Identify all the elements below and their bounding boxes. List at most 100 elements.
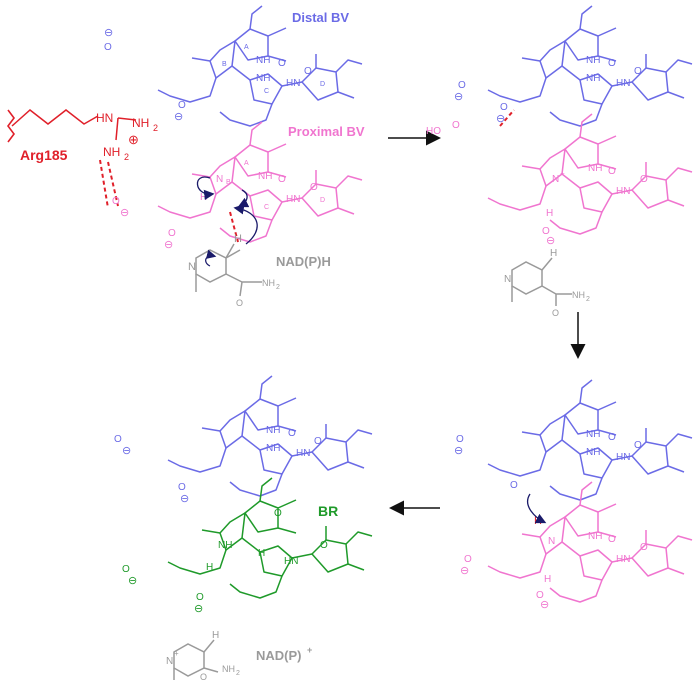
panel3-proximal-bv: NH O N H HN O O ⊖ O ⊖ [460,481,693,611]
proximal-bv-label: Proximal BV [288,124,365,139]
p4-nad-h: H [212,630,219,641]
p2-nad-nh2-sub: 2 [586,296,590,303]
panel3-distal-bv: NH O NH HN O O ⊖ O [454,379,693,501]
p4-distal-hn-d: HN [296,448,310,459]
distal-hn-d: HN [286,78,300,89]
p2-prox-ho: HO [426,126,441,137]
prox-carboxylate-2: ⊖ [164,239,173,251]
nadph-o: O [236,298,243,308]
prox-ring-a: A [244,160,249,167]
p2-distal-nh-a: NH [586,55,600,66]
p2-distal-o-d: O [634,66,642,77]
p3-prox-carboxylate-2: ⊖ [540,599,549,611]
p3-prox-hn-d: HN [616,554,630,565]
br-label: BR [318,503,338,519]
distal-ring-d: D [320,81,325,88]
arg-nh2b-sub: 2 [124,152,129,162]
p2-prox-carboxylate-2: ⊖ [546,235,555,247]
distal-o-2: O [178,100,186,111]
p2-prox-h: H [546,208,553,219]
panel1-distal-bv: NH O A B C D NH HN O ⊖ O O ⊖ [104,5,363,127]
p4-br-o-1: O [122,564,130,575]
p4-distal-nh-c: NH [266,443,280,454]
p2-nad-h: H [550,248,557,259]
arg-nh2-atom: NH [132,116,149,130]
p3-prox-o-d: O [640,542,648,553]
arg-hn-atom: HN [96,111,113,125]
arg185-residue: HN NH 2 NH 2 ⊕ Arg185 [7,109,158,209]
distal-o-a: O [278,58,286,69]
p4-nad-o: O [200,672,207,681]
p3-distal-nh-c: NH [586,447,600,458]
p4-br-o-2: O [196,592,204,603]
panel4-distal-bv: NH O NH HN O O ⊖ O ⊖ [114,375,373,505]
p4-br-h2: H [206,562,213,573]
p3-distal-nh-a: NH [586,429,600,440]
p4-nad-nh2-sub: 2 [236,670,240,677]
p3-distal-o-a: O [608,432,616,443]
distal-carboxylate-2: ⊖ [174,111,183,123]
p3-prox-n-b: N [548,536,555,547]
p4-distal-o-d: O [314,436,322,447]
nadph-nh2: NH [262,278,275,288]
distal-bv-label: Distal BV [292,10,349,25]
p4-br-h: H [258,548,265,559]
distal-ring-a: A [244,44,249,51]
p2-prox-o-1: O [452,120,460,131]
distal-ring-b: B [222,61,227,68]
distal-nh-a: NH [256,55,270,66]
p4-distal-o-a: O [288,428,296,439]
p2-prox-o-2: O [542,226,550,237]
prox-o-2: O [168,228,176,239]
p4-distal-carboxylate-2: ⊖ [180,493,189,505]
nadp-plus-label: NAD(P) [256,648,302,663]
nadp-plus-sup: + [307,645,312,655]
p3-distal-o-1: O [456,434,464,445]
panel4-br: O NH H H HN O O ⊖ O ⊖ [122,477,373,615]
p2-distal-carboxylate-2: ⊖ [496,113,505,125]
panel2-distal-bv: NH O NH HN O O ⊖ O ⊖ [454,5,693,127]
panel2-nadp: N H NH 2 O [504,248,590,318]
panel4-nadp: N + H NH 2 O NAD(P) + [166,630,312,681]
p3-prox-nh-a: NH [588,531,602,542]
p3-prox-carboxylate-1: ⊖ [460,565,469,577]
p2-distal-o-1: O [458,80,466,91]
p4-nad-n: N [166,656,173,667]
prox-nh-a: NH [258,171,272,182]
p3-distal-hn-d: HN [616,452,630,463]
p4-br-carboxylate-2: ⊖ [194,603,203,615]
nadph-label: NAD(P)H [276,254,331,269]
p2-prox-o-d: O [640,174,648,185]
p2-distal-carboxylate-1: ⊖ [454,91,463,103]
p4-br-carboxylate-1: ⊖ [128,575,137,587]
p4-br-o-a: O [274,508,282,519]
nadph-n: N [188,261,196,273]
p4-distal-nh-a: NH [266,425,280,436]
nadph-h: H [234,233,242,245]
panel1-nadph: N H O NH 2 NAD(P)H [188,204,331,308]
p2-nad-o: O [552,308,559,318]
arg-plus-charge: ⊕ [128,132,139,147]
p2-prox-o-a: O [608,166,616,177]
p2-prox-nh-a: NH [588,163,602,174]
distal-nh-c: NH [256,73,270,84]
p3-distal-carboxylate-1: ⊖ [454,445,463,457]
arg-nh2-sub: 2 [153,123,158,133]
p4-distal-o-2: O [178,482,186,493]
p3-prox-o-a: O [608,534,616,545]
p3-prox-o-1: O [464,554,472,565]
distal-carboxylate-1: ⊖ [104,27,113,39]
p4-br-hn-d: HN [284,556,298,567]
distal-o-d: O [304,66,312,77]
distal-o-1: O [104,42,112,53]
p3-distal-o-d: O [634,440,642,451]
arg-nh2b-atom: NH [103,145,120,159]
prox-carboxylate-1: ⊖ [120,207,129,219]
p2-prox-n-minus: − [560,169,565,178]
p2-nad-n: N [504,274,511,285]
p2-distal-o-a: O [608,58,616,69]
nadph-nh2-sub: 2 [276,284,280,291]
p4-br-nh-b: NH [218,540,232,551]
prox-hn-d: HN [286,194,300,205]
